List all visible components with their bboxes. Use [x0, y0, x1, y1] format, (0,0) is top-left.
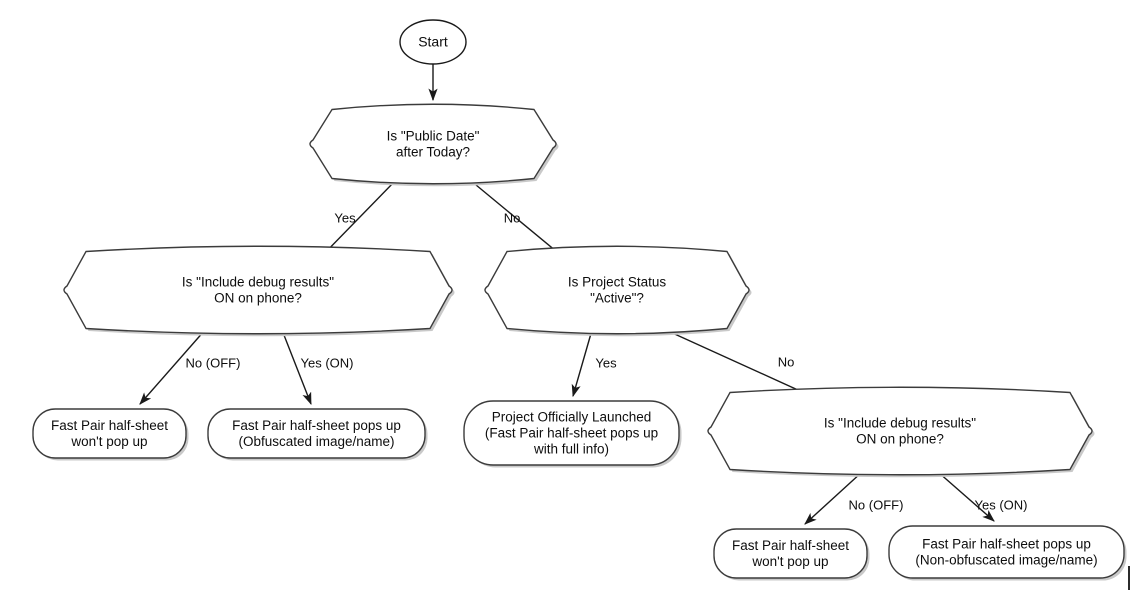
node-text-line: after Today? [396, 145, 470, 160]
node-text-line: Fast Pair half-sheet pops up [922, 537, 1091, 552]
node-text-line: won't pop up [751, 554, 828, 569]
node-decision-debug-left[interactable]: Is "Include debug results"ON on phone? [63, 245, 455, 337]
node-text-line: "Active"? [590, 291, 644, 306]
node-text-line: won't pop up [70, 434, 147, 449]
edge-project-status-yes [571, 329, 593, 398]
node-text-line: Start [418, 34, 448, 50]
node-text-line: Is "Public Date" [387, 129, 480, 144]
edge-label-public-date-yes: Yes [334, 210, 356, 225]
edge-project-status-no [656, 325, 822, 401]
node-text-line: (Non-obfuscated image/name) [915, 553, 1097, 568]
node-result-non-obfuscated[interactable]: Fast Pair half-sheet pops up(Non-obfusca… [888, 525, 1127, 581]
edge-label-debug-right-yes-on: Yes (ON) [975, 497, 1028, 512]
node-text-line: with full info) [533, 442, 609, 457]
edge-label-debug-left-no-off: No (OFF) [186, 355, 241, 370]
node-text-line: Fast Pair half-sheet [732, 538, 849, 553]
edge-debug-left-yes-on [281, 329, 312, 406]
node-decision-project-status[interactable]: Is Project Status"Active"? [484, 245, 752, 337]
node-text-line: Fast Pair half-sheet pops up [232, 418, 401, 433]
node-text-line: Is Project Status [568, 275, 667, 290]
edge-label-debug-left-yes-on: Yes (ON) [301, 355, 354, 370]
node-text-line: (Obfuscated image/name) [238, 434, 394, 449]
node-result-officially-launched[interactable]: Project Officially Launched(Fast Pair ha… [463, 400, 682, 468]
node-decision-public-date[interactable]: Is "Public Date"after Today? [309, 103, 559, 187]
node-decision-debug-right[interactable]: Is "Include debug results"ON on phone? [707, 386, 1095, 478]
node-start[interactable]: Start [399, 19, 467, 65]
edge-label-debug-right-no-off: No (OFF) [849, 497, 904, 512]
node-result-obfuscated[interactable]: Fast Pair half-sheet pops up(Obfuscated … [207, 408, 428, 461]
node-text-line: ON on phone? [214, 291, 302, 306]
node-text-line: Project Officially Launched [492, 410, 652, 425]
edge-label-project-status-no: No [778, 354, 795, 369]
edge-label-public-date-no: No [504, 210, 521, 225]
node-text-line: ON on phone? [856, 432, 944, 447]
edge-label-project-status-yes: Yes [595, 355, 617, 370]
nodes-layer: Start Is "Public Date"after Today? Is "Inc… [32, 19, 1127, 581]
node-text-line: Is "Include debug results" [824, 416, 976, 431]
node-text-line: (Fast Pair half-sheet pops up [485, 426, 658, 441]
node-text-line: Is "Include debug results" [182, 275, 334, 290]
edge-debug-right-no-off [804, 471, 863, 525]
node-text-line: Fast Pair half-sheet [51, 418, 168, 433]
edge-debug-right-yes-on [937, 471, 995, 522]
edge-debug-left-no-off [139, 329, 206, 405]
edges-layer [139, 64, 995, 525]
